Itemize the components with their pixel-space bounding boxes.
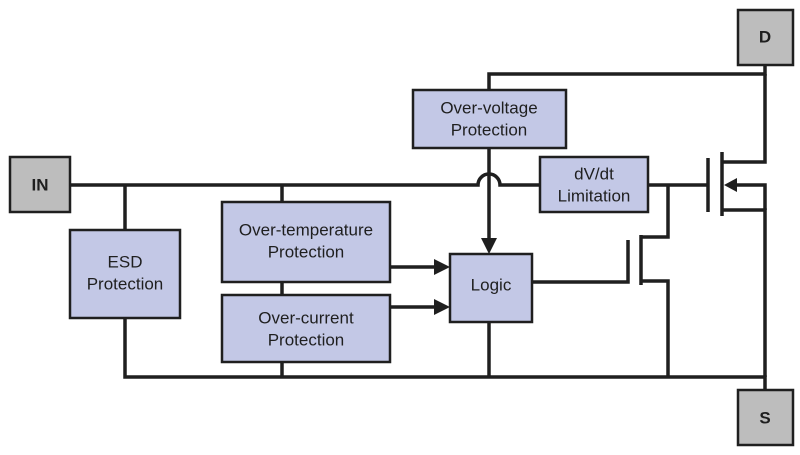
drain-rail-wire	[722, 74, 767, 164]
mosfet-body-wire	[728, 183, 767, 210]
esd-label-line2: Protection	[87, 275, 164, 294]
over-voltage-label-line1: Over-voltage	[440, 99, 537, 118]
switch-lower-wire	[641, 279, 670, 377]
arrowheads	[434, 178, 737, 315]
logic-block: Logic	[448, 252, 534, 324]
over-current-protection-block: Over-current Protection	[220, 293, 392, 364]
over-current-label-line1: Over-current	[258, 309, 354, 328]
over-temperature-label-line1: Over-temperature	[239, 221, 373, 240]
oc-arrowhead	[434, 299, 450, 315]
over-temperature-label-line2: Protection	[268, 243, 345, 262]
switch-upper-wire	[641, 185, 670, 239]
ot-arrowhead	[434, 259, 450, 275]
drain-top-wire	[487, 65, 767, 90]
mosfet-source-wire	[722, 208, 767, 377]
ground-rail-wire	[123, 318, 767, 390]
terminal-d-label: D	[759, 28, 771, 47]
terminal-in: IN	[8, 155, 72, 214]
esd-protection-block: ESD Protection	[68, 228, 182, 320]
terminal-s: S	[736, 388, 795, 447]
logic-label: Logic	[471, 276, 512, 295]
logic-out-wire	[532, 240, 630, 284]
over-current-label-line2: Protection	[268, 331, 345, 350]
mosfet-body-arrowhead	[724, 178, 737, 192]
terminal-s-label: S	[759, 409, 770, 428]
terminal-in-label: IN	[32, 176, 49, 195]
dvdt-label-line2: Limitation	[558, 187, 631, 206]
terminal-d: D	[736, 8, 795, 67]
over-voltage-label-line2: Protection	[451, 121, 528, 140]
over-voltage-protection-block: Over-voltage Protection	[411, 88, 568, 150]
dvdt-label-line1: dV/dt	[574, 165, 614, 184]
wires	[70, 65, 767, 390]
in-bus-wire	[70, 172, 540, 187]
esd-label-line1: ESD	[108, 253, 143, 272]
ov-arrowhead	[481, 238, 497, 254]
over-temperature-protection-block: Over-temperature Protection	[220, 200, 392, 284]
dvdt-limitation-block: dV/dt Limitation	[538, 155, 650, 214]
